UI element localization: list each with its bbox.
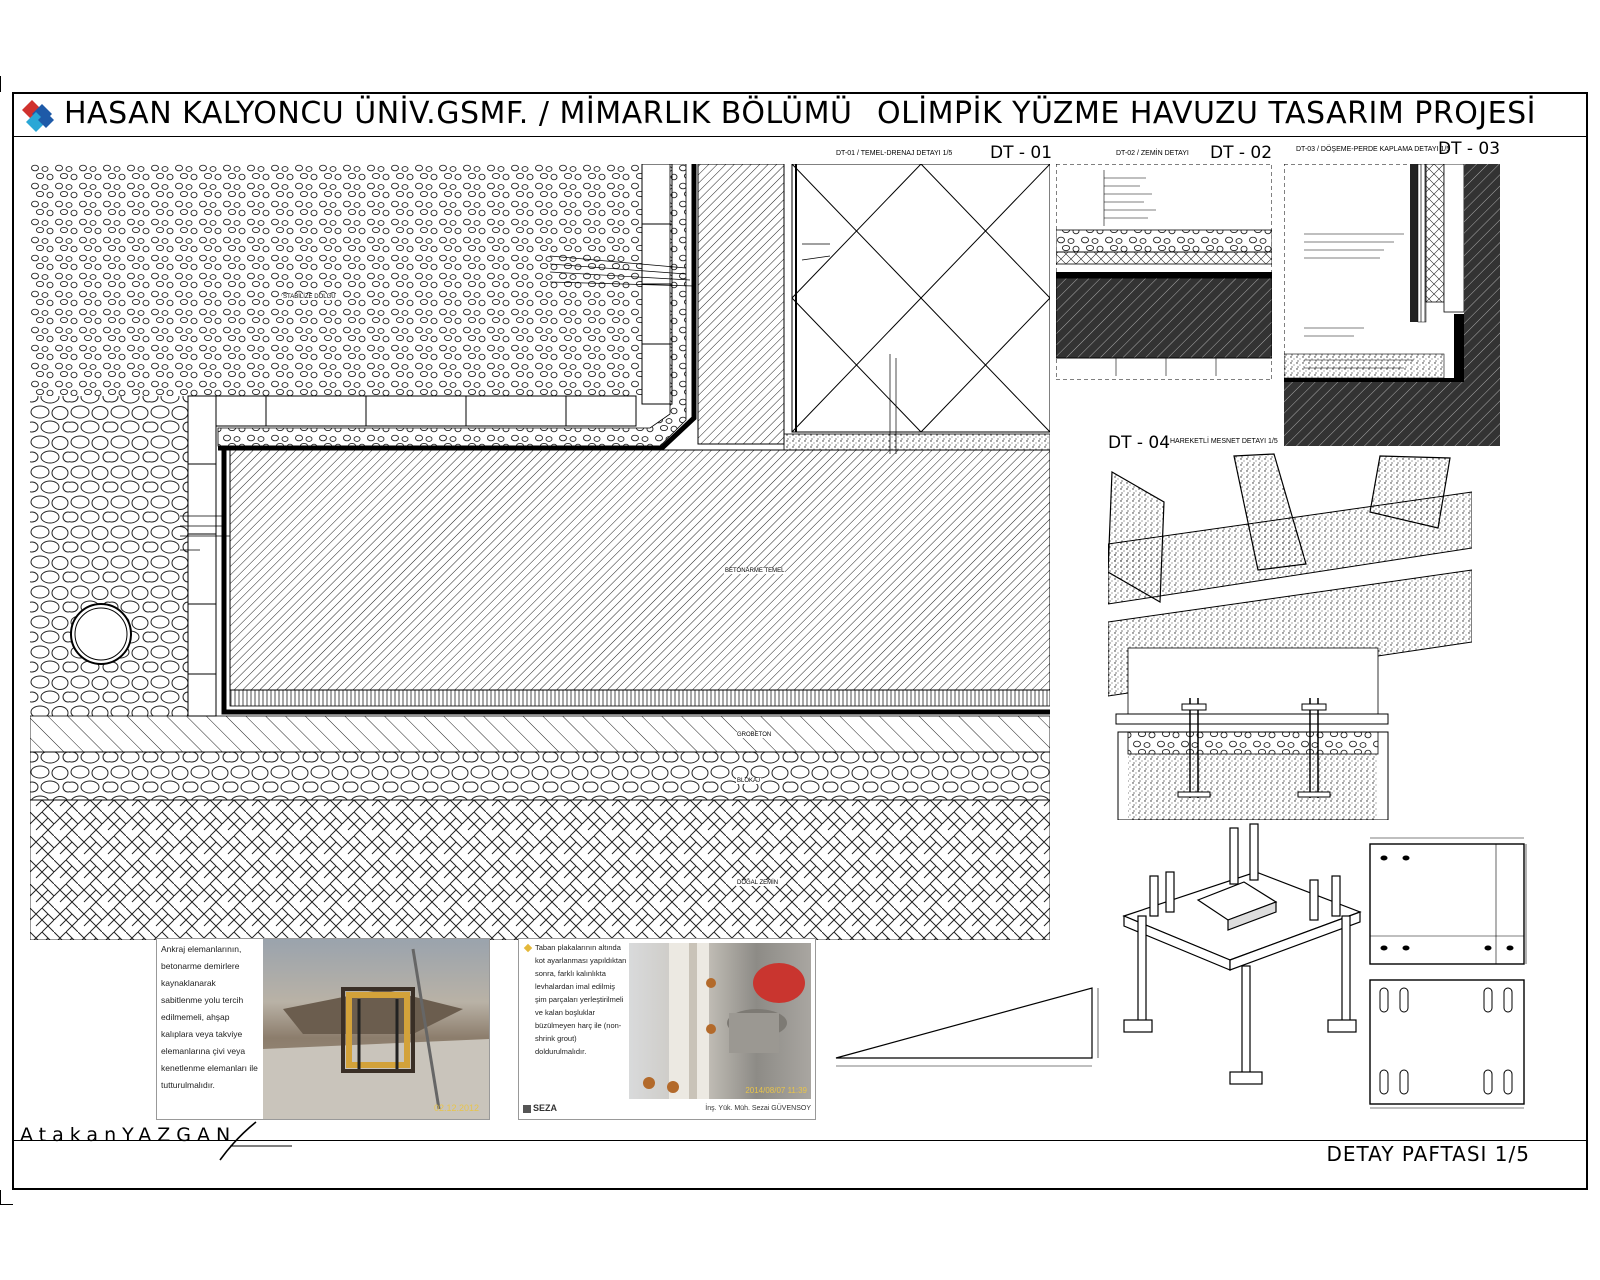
label-grobeton: GROBETON [736,732,773,738]
corner-tick-tl [0,76,13,92]
grobeton-layer [29,715,1051,753]
grout-note: Taban plakalarının altında kot ayarlanma… [535,943,627,1056]
anchorage-photo-date: 02.12.2012 [433,1103,479,1113]
author-first: Atakan [20,1124,123,1146]
project-title: OLİMPİK YÜZME HAVUZU TASARIM PROJESİ [876,96,1536,131]
anchorage-note: Ankraj elemanlarının, betonarme demirler… [161,944,258,1090]
header-divider [12,136,1588,137]
label-concrete: BETONARME TEMEL [724,568,786,574]
seza-logo: SEZA [523,1103,557,1113]
university-logo [22,96,60,132]
gravel-column [30,396,190,716]
dt03-drawing [1283,163,1501,447]
dt03-caption: DT-03 / DÖŞEME-PERDE KAPLAMA DETAYI 1/5 [1296,146,1451,153]
dt02-label: DT - 02 [1210,143,1273,163]
dt02-caption: DT-02 / ZEMİN DETAYI [1116,150,1189,157]
footer-divider [12,1140,1588,1141]
grout-photo: 2014/08/07 11:39 [629,943,811,1099]
bullet-icon [523,943,533,953]
label-natural-ground: DOĞAL ZEMİN [736,880,780,886]
dt04-drawing [1107,452,1473,821]
wedge-plate-drawing [832,978,1102,1070]
university-title: HASAN KALYONCU ÜNİV.GSMF. / MİMARLIK BÖL… [64,96,853,131]
photo-panel-grout: Taban plakalarının altında kot ayarlanma… [518,938,816,1120]
baseplate-isometric [1114,820,1364,1096]
sheet-frame [12,92,1588,1190]
concrete-foundation [229,449,1051,691]
label-stabilize: STABİLİZE DOLGU [282,294,337,300]
dt01-drawing [29,163,1051,941]
stabilize-fill [30,164,642,396]
seza-brand: SEZA [533,1103,558,1113]
baseplate-plan-bottom [1366,978,1530,1112]
grout-credit: İnş. Yük. Müh. Sezai GÜVENSOY [705,1105,811,1112]
dt02-drawing [1055,163,1273,381]
blokaj-layer [29,751,1051,801]
dt04-caption: HAREKETLİ MESNET DETAYI 1/5 [1170,438,1278,445]
author-name: AtakanYAZGAN [20,1124,236,1146]
author-last: YAZGAN [122,1124,237,1146]
author-signature-mark [216,1118,296,1162]
dt04-label: DT - 04 [1108,433,1171,453]
sheet-title: DETAY PAFTASI 1/5 [1326,1142,1530,1166]
photo-panel-anchorage: Ankraj elemanlarının, betonarme demirler… [156,938,490,1120]
seza-mark-icon [523,1104,531,1113]
retaining-wall [697,163,785,445]
dt03-label: DT - 03 [1438,139,1501,159]
dt01-label: DT - 01 [990,143,1053,163]
natural-ground [29,799,1051,941]
baseplate-plan-top [1366,836,1530,968]
dt01-caption: DT-01 / TEMEL-DRENAJ DETAYI 1/5 [836,150,953,157]
grout-photo-date: 2014/08/07 11:39 [745,1086,807,1095]
corner-tick-bl [0,1190,13,1205]
anchorage-photo: 02.12.2012 [263,939,489,1119]
label-blokaj: BLOKAJ [736,778,762,784]
drain-pipe [70,603,132,665]
